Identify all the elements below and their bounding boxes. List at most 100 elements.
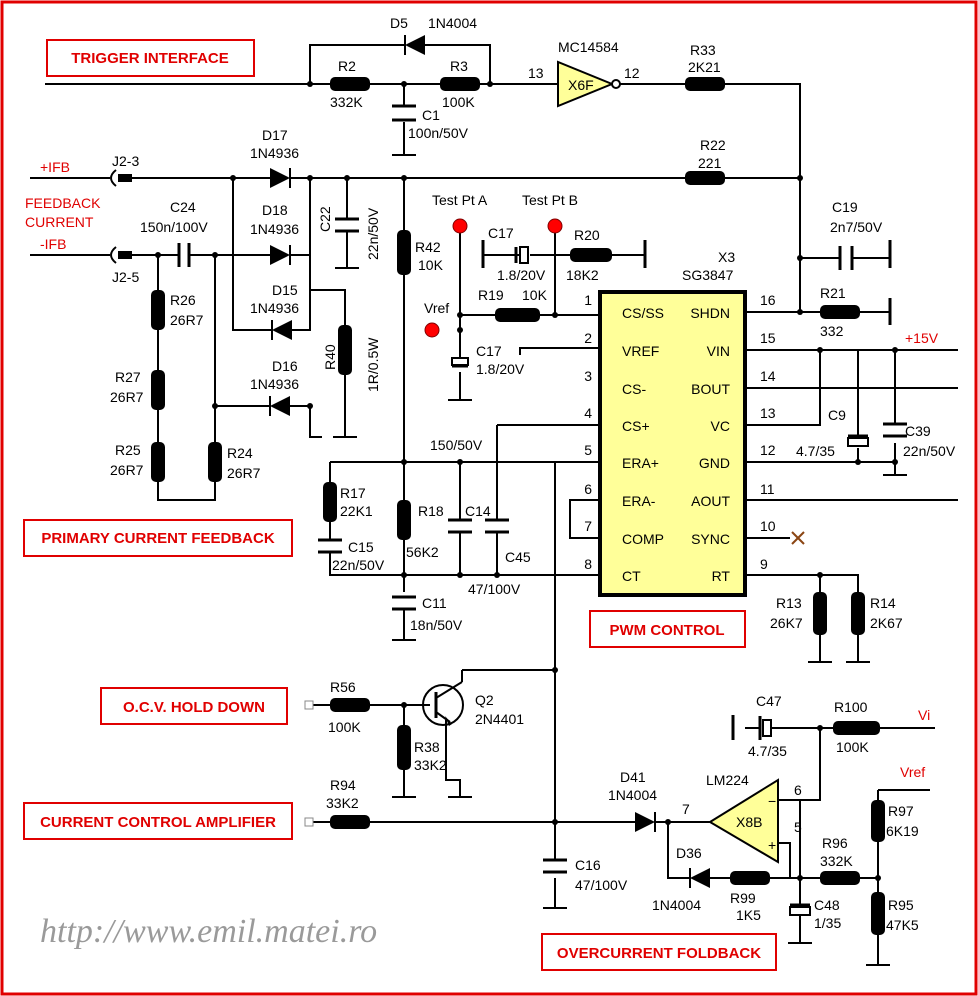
wires bbox=[30, 44, 958, 966]
svg-text:D17: D17 bbox=[262, 127, 288, 143]
svg-text:SHDN: SHDN bbox=[690, 305, 730, 321]
svg-text:R2: R2 bbox=[338, 58, 356, 74]
svg-text:10K: 10K bbox=[522, 287, 548, 303]
diode-d15 bbox=[272, 320, 292, 340]
svg-text:1N4936: 1N4936 bbox=[250, 221, 299, 237]
svg-text:4: 4 bbox=[584, 405, 592, 421]
resistor-r3 bbox=[440, 77, 480, 91]
diode-d36 bbox=[690, 868, 710, 888]
opamp-x8b bbox=[708, 778, 779, 864]
svg-text:R42: R42 bbox=[415, 239, 441, 255]
resistor-r14 bbox=[851, 592, 865, 635]
svg-text:33K2: 33K2 bbox=[326, 795, 359, 811]
svg-text:−: − bbox=[768, 793, 776, 809]
svg-text:47/100V: 47/100V bbox=[468, 581, 521, 597]
net-plus-15v: +15V bbox=[905, 330, 939, 346]
no-connect-mark bbox=[791, 531, 805, 545]
svg-text:221: 221 bbox=[698, 155, 722, 171]
component-labels: D5 1N4004 MC14584 13 12 X6F R33 2K21 R2 … bbox=[110, 15, 956, 933]
svg-text:R99: R99 bbox=[730, 890, 756, 906]
svg-text:7: 7 bbox=[584, 518, 592, 534]
resistor-r42 bbox=[397, 230, 411, 275]
svg-text:13: 13 bbox=[528, 65, 544, 81]
svg-text:1: 1 bbox=[584, 292, 592, 308]
current-control-amplifier-box bbox=[23, 802, 293, 840]
resistor-r26 bbox=[151, 290, 165, 330]
svg-text:BOUT: BOUT bbox=[691, 381, 730, 397]
svg-text:SG3847: SG3847 bbox=[682, 267, 734, 283]
svg-text:VIN: VIN bbox=[707, 343, 730, 359]
svg-text:R27: R27 bbox=[115, 369, 141, 385]
watermark-url: http://www.emil.matei.ro bbox=[40, 913, 377, 950]
test-points bbox=[424, 218, 563, 338]
svg-text:C45: C45 bbox=[505, 549, 531, 565]
svg-text:D5: D5 bbox=[390, 15, 408, 31]
svg-text:1N4004: 1N4004 bbox=[608, 787, 657, 803]
svg-text:100K: 100K bbox=[328, 719, 361, 735]
svg-text:5: 5 bbox=[794, 819, 802, 835]
svg-text:R22: R22 bbox=[700, 137, 726, 153]
svg-text:1N4936: 1N4936 bbox=[250, 145, 299, 161]
svg-text:1N4004: 1N4004 bbox=[428, 15, 477, 31]
svg-text:11: 11 bbox=[760, 481, 775, 497]
svg-text:2K21: 2K21 bbox=[688, 59, 721, 75]
resistor-r27 bbox=[151, 370, 165, 410]
svg-text:R95: R95 bbox=[888, 897, 914, 913]
svg-text:MC14584: MC14584 bbox=[558, 39, 619, 55]
svg-text:R24: R24 bbox=[227, 445, 253, 461]
svg-text:100K: 100K bbox=[442, 94, 475, 110]
junctions bbox=[155, 81, 898, 881]
svg-text:COMP: COMP bbox=[622, 531, 664, 547]
svg-text:X6F: X6F bbox=[568, 77, 594, 93]
svg-text:100K: 100K bbox=[836, 739, 869, 755]
svg-text:47/100V: 47/100V bbox=[575, 877, 628, 893]
svg-text:5: 5 bbox=[584, 442, 592, 458]
svg-text:LM224: LM224 bbox=[706, 772, 749, 788]
svg-text:14: 14 bbox=[760, 368, 776, 384]
svg-text:C15: C15 bbox=[348, 539, 374, 555]
svg-text:26R7: 26R7 bbox=[110, 462, 144, 478]
trigger-interface-box bbox=[46, 39, 255, 77]
resistor-r96 bbox=[820, 871, 860, 885]
pwm-control-box bbox=[589, 610, 746, 648]
svg-text:6: 6 bbox=[584, 481, 592, 497]
resistor-r17 bbox=[323, 482, 337, 522]
svg-text:C16: C16 bbox=[575, 857, 601, 873]
label-primary-current-feedback: PRIMARY CURRENT FEEDBACK bbox=[41, 530, 275, 547]
svg-text:C14: C14 bbox=[465, 503, 491, 519]
svg-text:8: 8 bbox=[584, 556, 592, 572]
svg-text:10K: 10K bbox=[418, 257, 444, 273]
svg-text:2n7/50V: 2n7/50V bbox=[830, 219, 883, 235]
net-vref-bottom: Vref bbox=[900, 764, 925, 780]
svg-text:D16: D16 bbox=[272, 358, 298, 374]
svg-text:2: 2 bbox=[584, 330, 592, 346]
svg-text:R56: R56 bbox=[330, 679, 356, 695]
svg-text:C17: C17 bbox=[488, 225, 514, 241]
svg-text:1N4004: 1N4004 bbox=[652, 897, 701, 913]
svg-text:15: 15 bbox=[760, 330, 776, 346]
svg-text:33K2: 33K2 bbox=[414, 757, 447, 773]
label-trigger-interface: TRIGGER INTERFACE bbox=[71, 50, 229, 67]
svg-text:R3: R3 bbox=[450, 58, 468, 74]
svg-text:GND: GND bbox=[699, 455, 730, 471]
svg-text:R21: R21 bbox=[820, 285, 846, 301]
svg-text:1.8/20V: 1.8/20V bbox=[497, 267, 546, 283]
overcurrent-foldback-box bbox=[541, 933, 777, 971]
svg-text:12: 12 bbox=[760, 442, 776, 458]
svg-text:4.7/35: 4.7/35 bbox=[748, 743, 787, 759]
label-current-control-amplifier: CURRENT CONTROL AMPLIFIER bbox=[40, 814, 276, 831]
svg-text:C17: C17 bbox=[476, 343, 502, 359]
svg-text:R14: R14 bbox=[870, 595, 896, 611]
svg-text:D15: D15 bbox=[272, 282, 298, 298]
svg-text:R17: R17 bbox=[340, 485, 366, 501]
svg-text:R20: R20 bbox=[574, 227, 600, 243]
resistors bbox=[151, 77, 885, 935]
svg-text:332K: 332K bbox=[330, 94, 363, 110]
net-vi: Vi bbox=[918, 707, 930, 723]
resistor-r99 bbox=[730, 871, 770, 885]
connectors bbox=[110, 169, 314, 827]
svg-text:+: + bbox=[768, 837, 776, 853]
svg-text:D41: D41 bbox=[620, 769, 646, 785]
